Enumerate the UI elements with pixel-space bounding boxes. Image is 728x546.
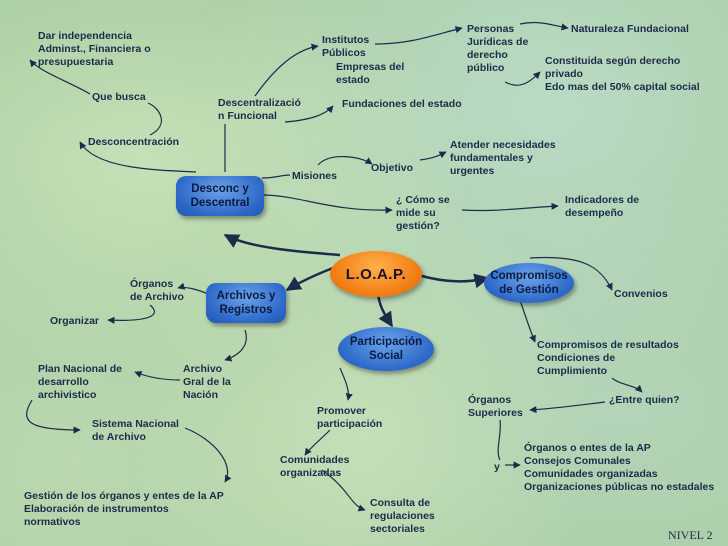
connector-entrequien-organos — [529, 401, 606, 414]
label-organizar: Organizar — [50, 315, 100, 327]
connector-objetivo-atender — [419, 151, 447, 161]
label-institutos-publicos: Institutos Públicos — [322, 34, 370, 59]
node-desconc-label: Desconc y Descentral — [190, 183, 250, 209]
label-organos-entes: Órganos o entes de la AP Consejos Comuna… — [524, 442, 715, 493]
label-organos-archivo: Órganos de Archivo — [130, 278, 184, 303]
connector-compromisos-resultados — [519, 299, 536, 343]
label-y: y — [494, 461, 500, 473]
label-entre-quien: ¿Entre quien? — [609, 394, 680, 406]
label-desconcentracion: Desconcentración — [88, 136, 180, 148]
connector-institutos-personas — [374, 26, 463, 45]
label-dar-independencia: Dar independencia Adminst., Financiera o… — [38, 30, 151, 68]
label-como-se-mide: ¿ Cómo se mide su gestión? — [396, 194, 450, 232]
connector-organos-organizar — [107, 304, 155, 324]
label-sistema-nacional: Sistema Nacional de Archivo — [92, 418, 179, 443]
level-footer: NIVEL 2 — [668, 528, 713, 542]
connector-personas-constituida — [504, 71, 541, 86]
connector-organos-y — [497, 419, 501, 461]
label-constituida: Constituida según derecho privado Edo ma… — [545, 55, 700, 93]
connector-desconc-como — [261, 194, 393, 214]
center-node-loap[interactable]: L.O.A.P. — [330, 251, 422, 297]
label-convenios: Convenios — [614, 288, 668, 300]
node-desconc-descentral[interactable]: Desconc y Descentral — [176, 176, 264, 216]
connector-sistema-gestion — [184, 427, 232, 483]
label-descentralizacion-funcional: Descentralizació n Funcional — [218, 97, 301, 122]
label-indicadores: Indicadores de desempeño — [565, 194, 640, 219]
label-empresas-estado: Empresas del estado — [336, 61, 405, 86]
connector-center-compromisos — [417, 273, 490, 289]
node-archivos-registros[interactable]: Archivos y Registros — [206, 283, 286, 323]
node-archivos-label: Archivos y Registros — [216, 290, 276, 316]
connector-participacion-promover — [339, 367, 353, 401]
label-gestion-organos: Gestión de los órganos y entes de la AP … — [24, 490, 224, 528]
connector-funcional-fundaciones — [284, 105, 334, 123]
node-compromisos-gestion[interactable]: Compromisos de Gestión — [484, 263, 574, 303]
node-participacion-label: Participación Social — [349, 336, 423, 362]
connector-desconcentracion-quebusca — [147, 102, 162, 136]
connector-misiones-objetivo — [317, 156, 373, 166]
center-node-label: L.O.A.P. — [345, 265, 407, 283]
label-promover: Promover participación — [317, 405, 383, 430]
connector-como-indicadores — [461, 202, 559, 212]
connector-plan-sistema — [26, 399, 81, 434]
connector-resultados-entrequien — [611, 377, 643, 393]
node-compromisos-label: Compromisos de Gestión — [490, 270, 568, 296]
label-atender-necesidades: Atender necesidades fundamentales y urge… — [450, 139, 556, 177]
connector-promover-comunidades — [304, 429, 331, 456]
label-compromisos-resultados: Compromisos de resultados Condiciones de… — [537, 339, 679, 377]
connector-personas-naturaleza — [519, 21, 569, 31]
connector-desconc-misiones — [261, 174, 291, 179]
label-que-busca: Que busca — [92, 91, 146, 103]
node-participacion-social[interactable]: Participación Social — [338, 327, 434, 371]
connector-center-desconc — [223, 233, 341, 257]
label-plan-nacional: Plan Nacional de desarrollo archivistico — [38, 363, 123, 401]
connector-center-archivos — [285, 266, 334, 292]
connector-quebusca-dar — [29, 59, 91, 95]
label-organos-superiores: Órganos Superiores — [468, 394, 523, 419]
connector-archivos-archivogral — [224, 329, 247, 362]
connector-desconc-desconcentracion — [79, 141, 197, 173]
label-naturaleza-fundacional: Naturaleza Fundacional — [571, 23, 689, 35]
label-archivo-general: Archivo Gral de la Nación — [183, 363, 231, 401]
label-misiones: Misiones — [292, 170, 337, 182]
connector-archivogral-plan — [134, 371, 181, 381]
label-objetivo: Objetivo — [371, 162, 414, 174]
connector-comunidades-consulta — [321, 469, 366, 512]
connector-compromisos-convenios — [529, 256, 613, 291]
label-personas-juridicas: Personas Jurídicas de derecho público — [467, 23, 529, 74]
label-comunidades-organizadas: Comunidades organizadas — [280, 454, 350, 479]
label-consulta: Consulta de regulaciones sectoriales — [370, 497, 435, 535]
connector-funcional-institutos — [254, 43, 319, 97]
label-fundaciones-estado: Fundaciones del estado — [342, 98, 462, 110]
